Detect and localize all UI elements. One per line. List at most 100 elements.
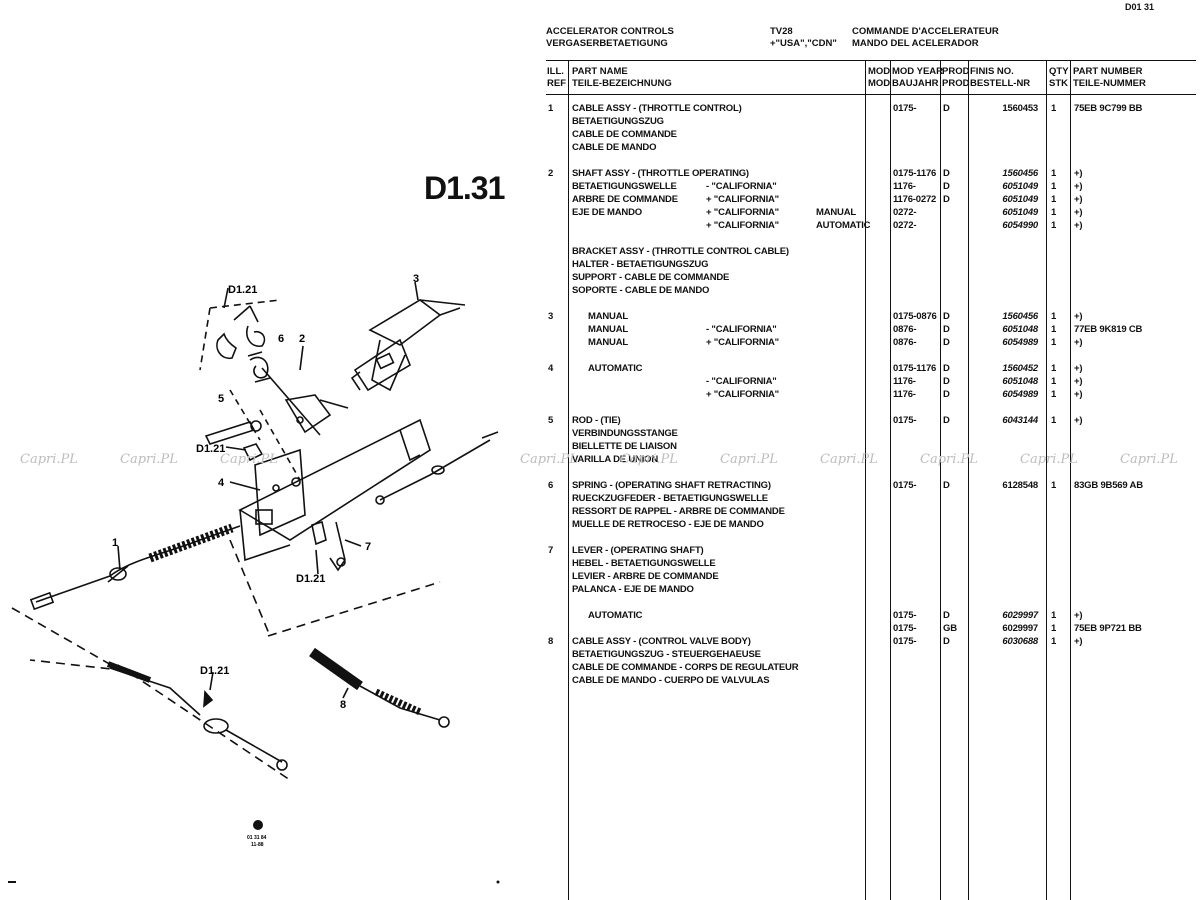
row-prod-code: D [943,324,950,335]
row-model-variant: MANUAL [816,207,856,218]
row-model-year: 0175- [893,415,917,426]
row-ill-ref: 8 [548,636,554,647]
row-quantity: 1 [1051,376,1057,387]
row-prod-code: D [943,610,950,621]
row-quantity: 1 [1051,194,1057,205]
row-quantity: 1 [1051,363,1057,374]
row-part-variant: MANUAL [588,324,628,335]
table-col-divider [890,60,891,900]
row-part-name: CABLE DE MANDO - CUERPO DE VALVULAS [572,675,770,686]
row-part-number: 75EB 9C799 BB [1074,103,1143,114]
row-part-number: +) [1074,389,1083,400]
row-quantity: 1 [1051,623,1057,634]
row-part-variant: AUTOMATIC [588,363,643,374]
model-code: TV28 [770,26,793,37]
row-part-name: BETAETIGUNGSZUG - STEUERGEHAEUSE [572,649,761,660]
table-col-divider [1046,60,1047,900]
table-top-rule [546,60,1196,61]
row-model-year: 1176- [893,181,916,192]
row-finis-number: 6030688 [1002,636,1038,647]
row-part-name: PALANCA - EJE DE MANDO [572,584,694,595]
row-part-name: CABLE ASSY - (CONTROL VALVE BODY) [572,636,751,647]
table-col-divider [865,60,866,900]
row-prod-code: D [943,389,950,400]
row-finis-number: 1560456 [1002,311,1038,322]
row-model-year: 0175- [893,636,917,647]
col-ill-ref: ILL.REF [547,66,566,89]
row-prod-code: D [943,194,950,205]
stamp-line-2: 11-88 [251,842,264,848]
row-model-year: 0175- [893,480,917,491]
row-model-year: 0272- [893,220,917,231]
table-col-divider [940,60,941,900]
callout-7: 7 [365,541,371,553]
row-part-variant: MANUAL [588,311,628,322]
row-part-name: BETAETIGUNGSWELLE [572,181,677,192]
row-quantity: 1 [1051,337,1057,348]
row-prod-code: D [943,363,950,374]
row-quantity: 1 [1051,311,1057,322]
row-condition: + "CALIFORNIA" [706,207,779,218]
row-ill-ref: 2 [548,168,554,179]
row-prod-code: D [943,415,950,426]
row-part-variant: AUTOMATIC [588,610,643,621]
row-part-name: CABLE ASSY - (THROTTLE CONTROL) [572,103,742,114]
row-finis-number: 6029997 [1002,623,1038,634]
row-quantity: 1 [1051,610,1057,621]
row-finis-number: 6128548 [1002,480,1038,491]
row-part-name: LEVER - (OPERATING SHAFT) [572,545,704,556]
watermark: Capri.PL [920,452,978,467]
row-model-year: 0175-1176 [893,363,937,374]
row-part-number: +) [1074,610,1083,621]
watermark: Capri.PL [520,452,578,467]
callout-1: 1 [112,537,118,549]
row-model-year: 0175- [893,610,917,621]
row-finis-number: 6043144 [1002,415,1038,426]
row-part-name: CABLE DE MANDO [572,142,657,153]
row-prod-code: D [943,103,950,114]
row-quantity: 1 [1051,103,1057,114]
row-prod-code: D [943,337,950,348]
title-es: MANDO DEL ACELERADOR [852,38,979,49]
row-part-number: +) [1074,220,1083,231]
callout-4: 4 [218,477,225,489]
row-model-year: 1176-0272 [893,194,937,205]
row-part-name: HEBEL - BETAETIGUNGSWELLE [572,558,716,569]
row-condition: + "CALIFORNIA" [706,220,779,231]
stamp-line-1: 01 31 84 [247,835,267,841]
row-part-name: BIELLETTE DE LIAISON [572,441,677,452]
row-finis-number: 6051049 [1002,181,1038,192]
watermark: Capri.PL [220,452,278,467]
row-part-number: +) [1074,194,1083,205]
row-finis-number: 6054989 [1002,389,1038,400]
row-ill-ref: 6 [548,480,554,491]
row-prod-code: D [943,376,950,387]
row-model-variant: AUTOMATIC [816,220,871,231]
row-part-name: ROD - (TIE) [572,415,621,426]
row-quantity: 1 [1051,168,1057,179]
table-header-rule [546,94,1196,95]
row-part-name: HALTER - BETAETIGUNGSZUG [572,259,709,270]
row-model-year: 1176- [893,376,916,387]
row-condition: + "CALIFORNIA" [706,389,779,400]
row-quantity: 1 [1051,415,1057,426]
title-en: ACCELERATOR CONTROLS [546,26,674,37]
row-part-name: CABLE DE COMMANDE - CORPS DE REGULATEUR [572,662,799,673]
row-part-number: +) [1074,337,1083,348]
ref-label-nut: D1.21 [196,443,225,455]
row-quantity: 1 [1051,324,1057,335]
row-model-year: 0175- [893,103,917,114]
row-prod-code: D [943,168,950,179]
row-part-name: SUPPORT - CABLE DE COMMANDE [572,272,730,283]
watermark: Capri.PL [620,452,678,467]
row-part-number: +) [1074,311,1083,322]
row-condition: - "CALIFORNIA" [706,181,777,192]
row-finis-number: 6054990 [1002,220,1038,231]
row-part-name: VARILLA DE UNION [572,454,658,465]
row-finis-number: 6051049 [1002,194,1038,205]
row-part-number: 75EB 9P721 BB [1074,623,1142,634]
market-codes: +"USA","CDN" [770,38,837,49]
